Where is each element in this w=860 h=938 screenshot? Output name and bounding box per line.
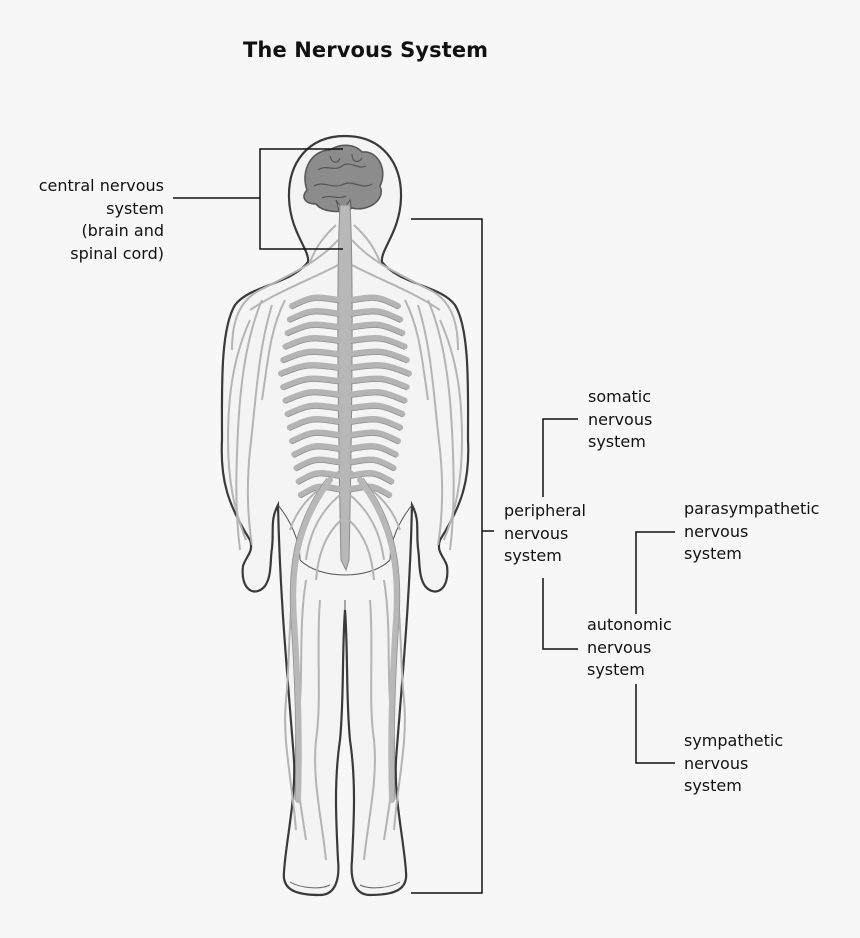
spinal-nerve [293, 456, 342, 471]
label-line: nervous [684, 521, 749, 541]
spinal-nerve [348, 402, 406, 417]
label-line: parasympathetic [684, 499, 820, 518]
spinal-nerve-edge [296, 462, 340, 472]
spinal-nerve-edge [350, 435, 399, 445]
spinal-nerve-edge [350, 300, 399, 310]
label-line: system [588, 432, 646, 451]
spinal-nerve-edge [280, 367, 340, 377]
label-line: somatic [588, 387, 652, 406]
spinal-nerve [289, 294, 342, 309]
sciatic-nerves [290, 477, 400, 803]
label-line: nervous [587, 637, 652, 657]
spinal-nerve [348, 389, 408, 404]
cns-bracket [173, 148, 343, 250]
spinal-nerve [348, 375, 410, 390]
spinal-nerve-edge [294, 448, 340, 458]
label-line: nervous [684, 753, 749, 773]
spinal-nerve [291, 443, 342, 458]
spinal-nerve-edge [287, 327, 340, 337]
spinal-nerve [286, 416, 342, 431]
spinal-nerve-edge [350, 408, 403, 418]
body-contour [389, 504, 413, 561]
spinal-nerve-edge [289, 313, 340, 323]
spinal-nerve-edge [350, 354, 407, 364]
spinal-nerve [348, 443, 399, 458]
label-sympathetic-nervous-system: sympathetic nervous system [684, 730, 783, 798]
spinal-nerve [297, 483, 342, 498]
spinal-nerve-edge [350, 381, 407, 391]
spinal-nerve [289, 429, 342, 444]
spinal-nerve-edge [350, 462, 394, 472]
spinal-nerve-edge [291, 435, 340, 445]
label-central-nervous-system: central nervous system (brain and spinal… [20, 175, 164, 265]
spinal-cord [337, 204, 353, 572]
hip-contour [299, 559, 391, 576]
sciatic-nerve-edges [289, 477, 401, 801]
label-line: system [684, 776, 742, 795]
label-line: peripheral [504, 501, 586, 520]
spinal-nerve-edge [350, 367, 410, 377]
body-contour [277, 504, 301, 561]
spinal-nerve [282, 335, 342, 350]
diagram-title: The Nervous System [243, 38, 489, 62]
spinal-nerve [348, 362, 412, 377]
label-peripheral-nervous-system: peripheral nervous system [504, 500, 586, 568]
spinal-nerve [282, 389, 342, 404]
spinal-nerve-edge [350, 421, 401, 431]
spinal-nerve [348, 321, 406, 336]
spinal-nerve-edge [285, 394, 340, 404]
spinal-nerve [286, 308, 342, 323]
spinal-nerve [348, 416, 404, 431]
label-line: system [504, 546, 562, 565]
label-line: (brain and [81, 221, 164, 240]
spinal-nerve-edge [287, 408, 340, 418]
spinal-nerve-edge [285, 340, 340, 350]
spinal-nerve-edge [283, 381, 340, 391]
spinal-nerve [348, 456, 397, 471]
spinal-nerve-edge [283, 354, 340, 364]
pns-split-line [542, 418, 578, 650]
label-line: sympathetic [684, 731, 784, 750]
spinal-nerve-edge [289, 421, 340, 431]
spinal-nerve [284, 321, 342, 336]
spinal-nerve-edge [350, 394, 405, 404]
label-line: nervous [588, 409, 653, 429]
spinal-nerve [284, 402, 342, 417]
label-line: system [106, 198, 164, 218]
spinal-nerve [348, 483, 393, 498]
label-line: system [684, 544, 742, 563]
ans-split-line [635, 531, 675, 764]
foot-toes [289, 881, 401, 889]
spinal-nerve-edge [350, 327, 403, 337]
label-parasympathetic-nervous-system: parasympathetic nervous system [684, 498, 819, 566]
label-somatic-nervous-system: somatic nervous system [588, 386, 652, 454]
spinal-nerve [278, 362, 342, 377]
label-line: spinal cord) [70, 243, 164, 263]
label-line: autonomic [587, 615, 672, 634]
spinal-nerve-edge [350, 448, 396, 458]
spinal-nerve [348, 294, 401, 309]
spinal-nerve-edge [350, 313, 401, 323]
label-line: central nervous [38, 176, 164, 195]
spinal-nerve [348, 308, 404, 323]
spinal-nerve-edge [298, 475, 340, 485]
label-line: nervous [504, 523, 569, 543]
pns-bracket [411, 218, 494, 894]
spinal-nerve [280, 348, 342, 363]
spinal-nerve-edge [350, 475, 392, 485]
spinal-nerve-edge [350, 340, 405, 350]
spinal-nerve [348, 348, 410, 363]
spinal-nerve-edge [291, 300, 340, 310]
spinal-nerve [348, 335, 408, 350]
label-line: system [587, 660, 645, 679]
spinal-nerve [280, 375, 342, 390]
label-autonomic-nervous-system: autonomic nervous system [587, 614, 672, 682]
spinal-nerve [348, 429, 401, 444]
